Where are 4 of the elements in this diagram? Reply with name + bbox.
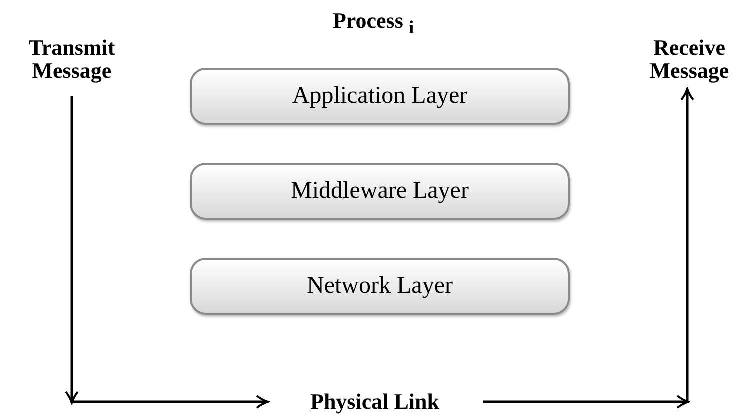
layer-box: Network Layer bbox=[190, 258, 570, 315]
layer-box: Application Layer bbox=[190, 68, 570, 125]
title: Process $_{i}$ bbox=[332, 8, 416, 38]
layer-box: Middleware Layer bbox=[190, 163, 570, 220]
